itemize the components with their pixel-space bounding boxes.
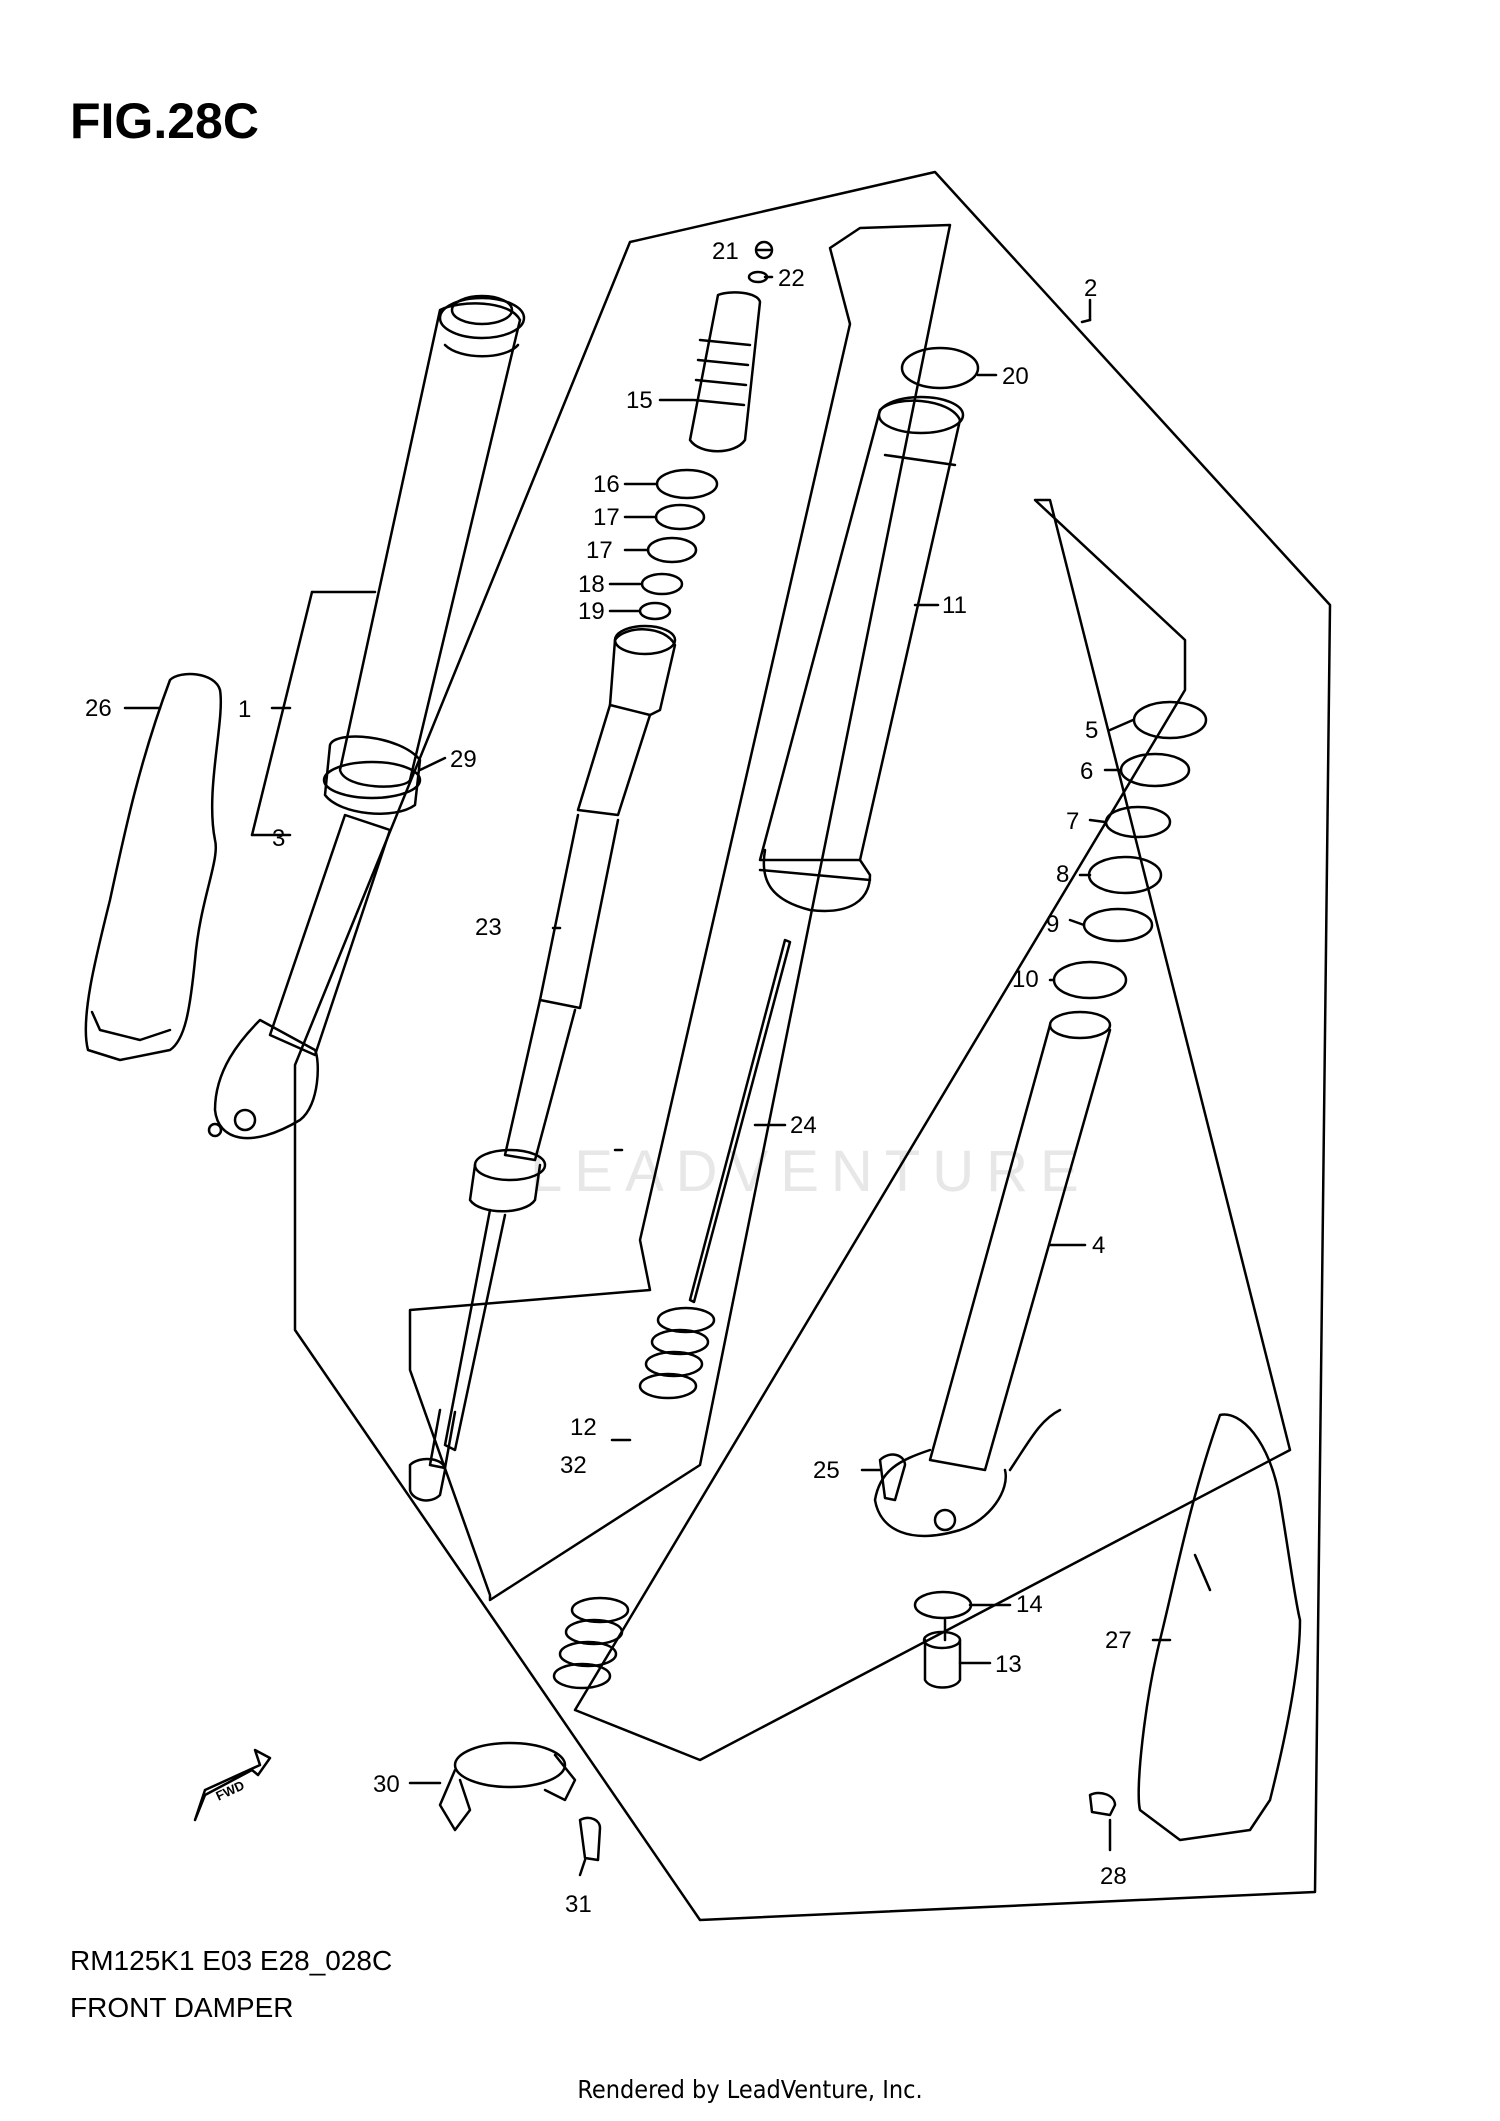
callout-15[interactable]: 15	[626, 387, 653, 414]
callout-32[interactable]: 32	[560, 1452, 587, 1479]
callout-26[interactable]: 26	[85, 695, 112, 722]
part-13-adjuster	[922, 1618, 962, 1689]
callout-21[interactable]: 21	[712, 238, 739, 265]
part-17-ring-b	[646, 536, 698, 564]
cartridge-group-outline	[408, 223, 952, 1602]
part-29-clamp	[322, 735, 422, 815]
callout-31[interactable]: 31	[565, 1891, 592, 1918]
part-27-fork-guard	[1137, 1413, 1302, 1842]
callout-28[interactable]: 28	[1100, 1863, 1127, 1890]
part-12-spring-upper	[638, 1306, 716, 1400]
part-21-bolt	[754, 240, 774, 260]
callout-9[interactable]: 9	[1046, 911, 1059, 938]
part-19-ring	[638, 601, 672, 621]
callout-8[interactable]: 8	[1056, 861, 1069, 888]
callout-22[interactable]: 22	[778, 265, 805, 292]
part-9-stopper-ring	[1082, 907, 1154, 943]
callout-1[interactable]: 1	[238, 696, 251, 723]
part-23-damper-rod	[428, 624, 677, 1470]
part-25-bolt	[878, 1453, 907, 1502]
callout-labels: 1 2 3 4 5 6 7 8 9 10 11 12 13 14 15 16 1…	[85, 238, 1132, 1918]
part-24-rod	[688, 938, 792, 1304]
assembly-2-outline	[293, 170, 1332, 1922]
callout-25[interactable]: 25	[813, 1457, 840, 1484]
part-26-detail	[90, 1010, 172, 1042]
part-12-spring-lower	[552, 1596, 630, 1690]
callout-4[interactable]: 4	[1092, 1232, 1105, 1259]
callout-20[interactable]: 20	[1002, 363, 1029, 390]
callout-27[interactable]: 27	[1105, 1627, 1132, 1654]
part-23-nut	[408, 1457, 447, 1502]
part-26-fork-guard	[84, 672, 222, 1062]
part-16-ring	[655, 468, 719, 500]
callout-2[interactable]: 2	[1084, 275, 1097, 302]
callout-5[interactable]: 5	[1085, 717, 1098, 744]
callout-13[interactable]: 13	[995, 1651, 1022, 1678]
callout-11[interactable]: 11	[942, 592, 967, 619]
callout-19[interactable]: 19	[578, 598, 605, 625]
part-31-bolt	[578, 1816, 602, 1862]
part-11-outer-tube	[758, 395, 965, 913]
part-7-washer	[1104, 805, 1172, 839]
callout-17b[interactable]: 17	[586, 537, 613, 564]
part-4-inner-tube	[873, 1010, 1112, 1538]
part-5-bushing	[1132, 700, 1208, 740]
rendered-by: Rendered by LeadVenture, Inc.	[577, 2075, 923, 2104]
callout-7[interactable]: 7	[1066, 808, 1079, 835]
outer-tube-group-outline	[573, 498, 1292, 1762]
callout-14[interactable]: 14	[1016, 1591, 1043, 1618]
callout-30[interactable]: 30	[373, 1771, 400, 1798]
diagram-name: FRONT DAMPER	[70, 1992, 294, 2023]
callout-18[interactable]: 18	[578, 571, 605, 598]
part-3-inner-tube	[207, 813, 392, 1140]
callout-29[interactable]: 29	[450, 746, 477, 773]
part-27-detail	[1193, 1553, 1212, 1592]
callout-23[interactable]: 23	[475, 914, 502, 941]
part-10-dust-seal	[1052, 960, 1128, 1000]
callout-17a[interactable]: 17	[593, 504, 620, 531]
callout-3[interactable]: 3	[272, 825, 285, 852]
leader-lines	[123, 248, 1172, 1877]
fwd-arrow-icon	[193, 1748, 272, 1822]
part-28-bolt	[1088, 1791, 1117, 1817]
figure-title: FIG.28C	[70, 93, 259, 149]
callout-24[interactable]: 24	[790, 1112, 817, 1139]
callout-12[interactable]: 12	[570, 1414, 597, 1441]
callout-16[interactable]: 16	[593, 471, 620, 498]
fwd-label: FWD	[213, 1777, 246, 1803]
callout-6[interactable]: 6	[1080, 758, 1093, 785]
part-1-outer-tube	[338, 294, 526, 788]
callout-10[interactable]: 10	[1012, 966, 1039, 993]
diagram-code: RM125K1 E03 E28_028C	[70, 1945, 393, 1976]
part-18-ring	[640, 572, 684, 596]
part-14-oring	[913, 1590, 973, 1620]
part-20-oring	[900, 346, 980, 390]
part-17-ring-a	[654, 503, 706, 531]
part-6-bushing	[1119, 752, 1191, 788]
part-15-cartridge-cap	[688, 291, 762, 453]
part-30-clamp	[438, 1741, 577, 1832]
part-8-oil-seal	[1087, 855, 1163, 895]
